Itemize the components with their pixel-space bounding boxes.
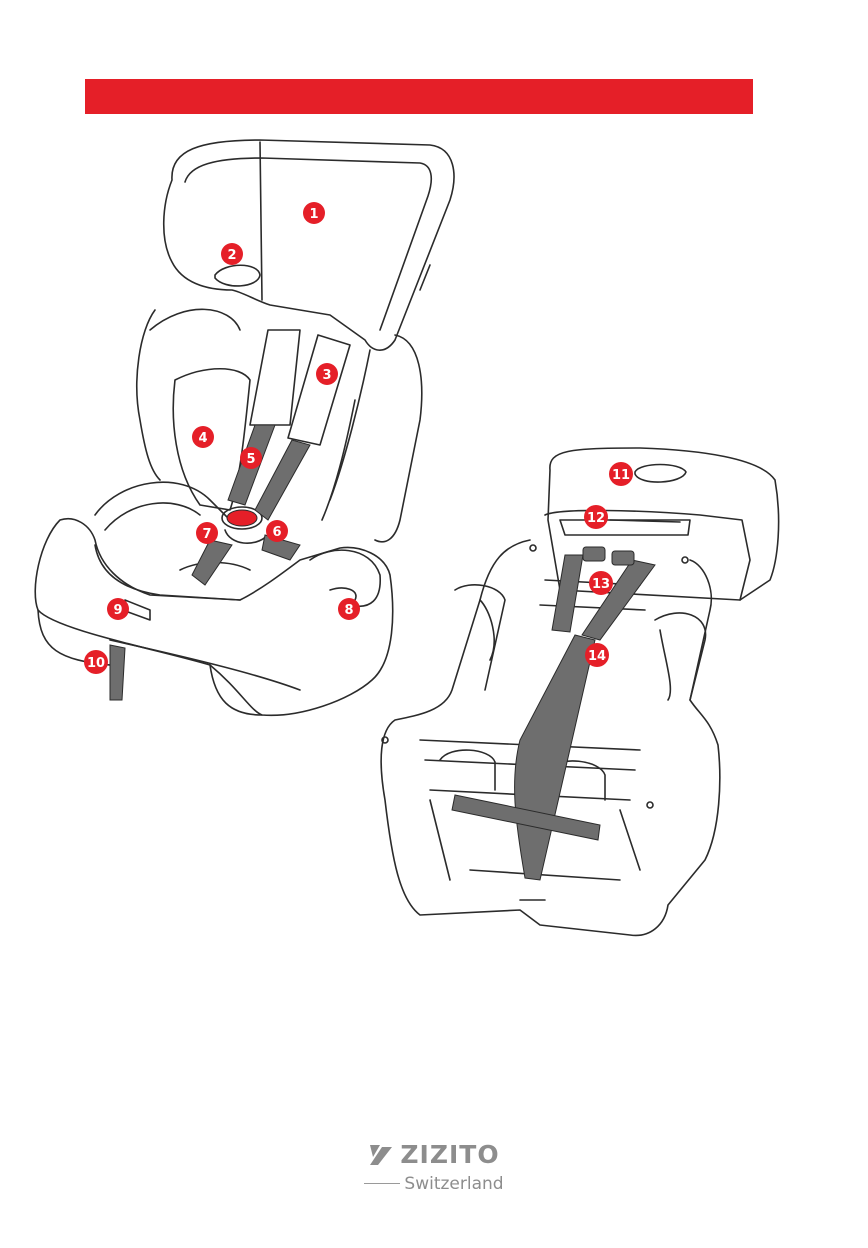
brand-divider: [364, 1183, 400, 1184]
callout-12-text: 12: [587, 511, 605, 526]
callout-8: 8: [338, 598, 360, 620]
callout-3: 3: [316, 363, 338, 385]
callout-4: 4: [192, 426, 214, 448]
front-seat-view: [35, 140, 454, 715]
callout-10-text: 10: [87, 656, 105, 671]
callout-13: 13: [589, 571, 613, 595]
rear-strap-right: [582, 560, 655, 640]
callout-1-text: 1: [309, 207, 318, 222]
brand-name: ZIZITO: [400, 1140, 499, 1169]
callout-9: 9: [107, 598, 129, 620]
callout-7-text: 7: [202, 527, 211, 542]
callout-3-text: 3: [322, 368, 331, 383]
callout-4-text: 4: [198, 431, 207, 446]
callout-14-text: 14: [588, 649, 606, 664]
callout-6-text: 6: [272, 525, 281, 540]
callout-11-text: 11: [612, 468, 630, 483]
callout-5: 5: [240, 447, 262, 469]
callout-8-text: 8: [344, 603, 353, 618]
crotch-strap: [110, 645, 125, 700]
callout-12: 12: [584, 505, 608, 529]
rear-strap-long: [515, 635, 595, 880]
callout-2-text: 2: [227, 248, 236, 263]
callout-labels: 1 2 3 4 5 6 7 8 9 10 11 12 13 14: [84, 202, 633, 674]
brand-logo: ZIZITO Switzerland: [0, 1140, 868, 1194]
callout-6: 6: [266, 520, 288, 542]
callout-14: 14: [585, 643, 609, 667]
callout-9-text: 9: [113, 603, 122, 618]
brand-subtitle: Switzerland: [404, 1174, 503, 1194]
callout-11: 11: [609, 462, 633, 486]
callout-7: 7: [196, 522, 218, 544]
callout-5-text: 5: [246, 452, 255, 467]
shoulder-pad-left: [250, 330, 300, 425]
backrest-rear-outline: [548, 448, 779, 600]
callout-1: 1: [303, 202, 325, 224]
z-logo-icon: [368, 1143, 394, 1167]
callout-2: 2: [221, 243, 243, 265]
callout-13-text: 13: [592, 577, 610, 592]
callout-10: 10: [84, 650, 108, 674]
